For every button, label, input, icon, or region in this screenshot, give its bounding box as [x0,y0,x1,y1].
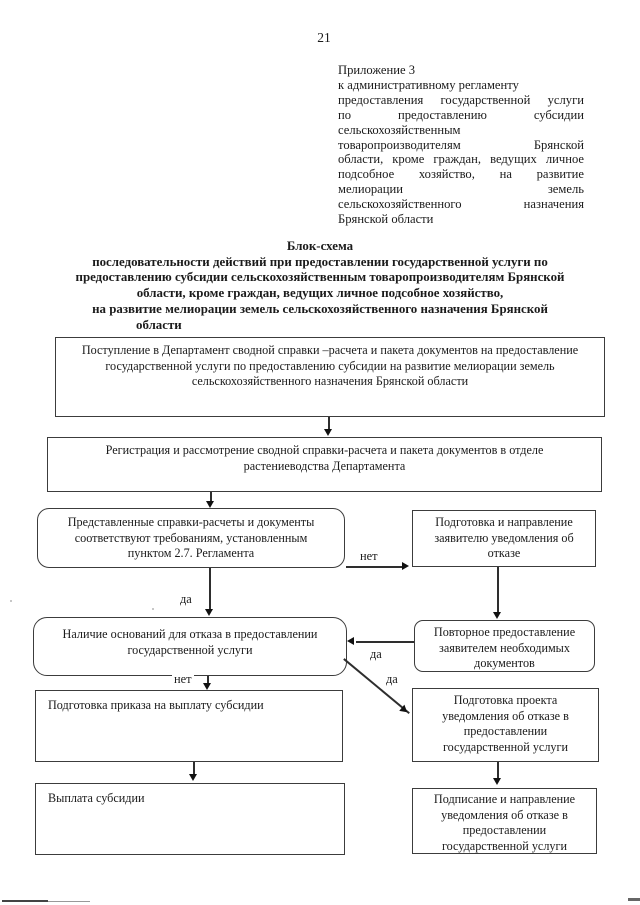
flowchart-box-refusal-notice: Подготовка и направление заявителю уведо… [412,510,596,567]
appendix-line: предоставления государственной услуги [338,92,584,107]
appendix-line: области, кроме граждан, ведущих личное [338,152,584,167]
title-line: на развитие мелиорации земель сельскохоз… [92,301,548,316]
scan-speck [152,608,154,610]
flowchart-box-payment-order: Подготовка приказа на выплату субсидии [35,690,343,762]
label-yes: да [368,647,384,662]
title-line: последовательности действий при предоста… [92,254,548,269]
flowchart-box-resubmission: Повторное предоставление заявителем необ… [414,620,595,672]
title-line: Блок-схема [286,239,354,253]
flowchart-box-sign-refusal-notice: Подписание и направление уведомления об … [412,788,597,854]
arrow-right-icon [402,562,409,570]
arrow-down-icon [493,612,501,619]
label-yes: да [178,592,194,607]
arrow-down-icon [324,429,332,436]
scan-speck [10,600,12,602]
connector-order-payment [193,762,195,775]
appendix-line: к административному регламенту [338,77,519,92]
connector-refusal-resubmission [497,567,499,612]
page-number: 21 [317,30,331,45]
connector-resubmission-grounds [356,641,414,643]
connector-no-branch [346,566,403,568]
arrow-down-icon [189,774,197,781]
scan-artifact-dash [628,898,640,901]
flowchart-box-refusal-grounds: Наличие оснований для отказа в предостав… [33,617,347,676]
appendix-note: Приложение 3 к административному регламе… [338,63,584,227]
title-line: области [136,317,182,332]
arrow-down-icon [203,683,211,690]
flowchart-box-receipt: Поступление в Департамент сводной справк… [55,337,605,417]
connector-yes-branch [209,568,211,609]
appendix-line: сельскохозяйственного назначения [338,197,584,212]
flowchart-box-registration: Регистрация и рассмотрение сводной справ… [47,437,602,492]
arrow-down-icon [206,501,214,508]
title-line: предоставлению субсидии сельскохозяйстве… [75,270,565,285]
document-title: Блок-схема последовательности действий п… [36,239,604,333]
appendix-line: подсобное хозяйство, на развитие [338,167,584,182]
appendix-line: мелиорации земель [338,182,584,197]
connector-receipt-registration [328,417,330,430]
scan-artifact-line [48,900,90,902]
connector-draft-sign [497,762,499,779]
appendix-line: Брянской области [338,212,434,227]
appendix-line: по предоставлению субсидии [338,107,584,122]
appendix-line: товаропроизводителям Брянской [338,137,584,152]
connector-grounds-draft-refusal [343,658,410,714]
connector-no-payment [207,676,209,684]
arrow-down-icon [205,609,213,616]
title-line: области, кроме граждан, ведущих личное п… [136,286,504,301]
label-yes: да [384,672,400,687]
label-no: нет [172,672,194,687]
appendix-line: сельскохозяйственным [338,122,461,137]
flowchart-box-compliance-check: Представленные справки-расчеты и докумен… [37,508,345,568]
flowchart-box-subsidy-payment: Выплата субсидии [35,783,345,855]
appendix-line: Приложение 3 [338,63,416,77]
label-no: нет [358,549,380,564]
flowchart-box-draft-refusal-notice: Подготовка проекта уведомления об отказе… [412,688,599,762]
scan-artifact-line [2,900,48,902]
connector-registration-compliance [210,492,212,502]
arrow-down-icon [493,778,501,785]
arrow-left-icon [347,637,354,645]
